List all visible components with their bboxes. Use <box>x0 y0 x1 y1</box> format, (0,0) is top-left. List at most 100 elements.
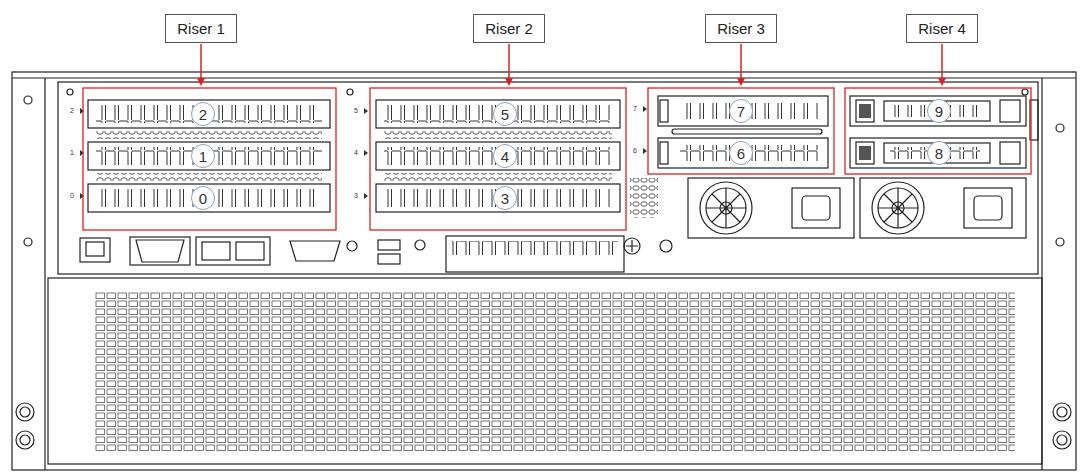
vent-row <box>96 131 322 139</box>
vent-row <box>96 173 322 181</box>
riser4-bays <box>850 96 1026 168</box>
riser-label: Riser 1 <box>177 20 225 37</box>
screw <box>24 96 32 104</box>
power-supplies <box>688 178 1026 238</box>
latch-icon <box>859 146 871 160</box>
knob <box>1053 403 1071 421</box>
screw <box>1056 124 1064 132</box>
riser-region <box>83 88 336 230</box>
grille-frame <box>48 278 1042 464</box>
psu-fan <box>872 182 924 234</box>
slot-arrow <box>643 106 647 112</box>
rj45-port <box>86 242 104 256</box>
knob <box>20 435 30 445</box>
rj45-port <box>80 238 110 262</box>
slot-number: 7 <box>632 105 638 112</box>
callout-circle: 7 <box>729 99 753 123</box>
low-profile-slot <box>658 138 828 168</box>
drive-handle <box>1000 100 1020 122</box>
dual-rj45 <box>196 237 270 265</box>
callout-circle: 4 <box>493 144 517 168</box>
slot-latch <box>660 142 668 164</box>
callout-circle: 0 <box>191 186 215 210</box>
knob <box>16 431 34 449</box>
pcie-slot <box>376 142 620 170</box>
psu-fan <box>700 182 752 234</box>
power-button <box>660 240 672 252</box>
callout-circle: 1 <box>191 144 215 168</box>
riser3-slots <box>630 96 828 218</box>
leader-arrow <box>508 44 510 84</box>
knob <box>1057 435 1067 445</box>
drive-latch <box>856 142 874 164</box>
power-inlet <box>792 188 840 228</box>
callout-circle: 9 <box>927 99 951 123</box>
callout-number: 5 <box>501 107 509 122</box>
drive-handle <box>1000 142 1020 164</box>
slot-number: 5 <box>353 107 359 114</box>
low-profile-slot <box>658 96 828 126</box>
screw <box>347 89 353 95</box>
power-inlet <box>802 196 830 220</box>
psu-fan <box>878 188 918 228</box>
slot-number: 2 <box>69 107 75 114</box>
slot-number: 1 <box>69 149 75 156</box>
front-grille <box>48 278 1042 464</box>
io-ports <box>80 236 672 272</box>
callout-number: 9 <box>935 104 943 119</box>
drive-latch <box>856 100 874 122</box>
rj45-port <box>236 242 264 260</box>
callout-number: 0 <box>199 191 207 206</box>
riser-region <box>648 88 834 174</box>
screw <box>1022 89 1028 95</box>
slot-arrow <box>364 150 368 156</box>
io-panel <box>58 82 1038 274</box>
latch-icon <box>859 104 871 118</box>
drive-carrier <box>884 101 990 121</box>
rj45-port <box>202 242 230 260</box>
pcie-slot <box>88 184 330 212</box>
callout-number: 6 <box>737 146 745 161</box>
screw <box>1056 238 1064 246</box>
leader-arrow <box>941 44 943 84</box>
knob <box>1053 431 1071 449</box>
drive-carrier <box>884 143 990 163</box>
pcie-slot <box>376 184 620 212</box>
slot-arrow <box>643 148 647 154</box>
slot-number: 3 <box>353 192 359 199</box>
callout-number: 7 <box>737 104 745 119</box>
slot-arrow <box>364 193 368 199</box>
callout-number: 1 <box>199 149 207 164</box>
knob <box>1057 407 1067 417</box>
riser-region <box>370 88 626 230</box>
callout-number: 8 <box>935 146 943 161</box>
grille-mesh <box>95 292 1015 452</box>
riser-label: Riser 4 <box>918 20 966 37</box>
thumb-screw <box>624 238 640 254</box>
slot-divider <box>672 129 822 134</box>
knob <box>20 407 30 417</box>
vga-frame <box>130 237 190 265</box>
slot-marks <box>80 106 647 199</box>
psu-fan <box>706 188 746 228</box>
pcie-slot <box>88 100 330 128</box>
left-ear <box>44 78 45 470</box>
vent-grid <box>630 178 658 218</box>
callout-circle: 3 <box>493 186 517 210</box>
power-inlet <box>974 196 1002 220</box>
slot-arrow <box>364 108 368 114</box>
screw <box>347 241 357 251</box>
fan-guard <box>706 188 746 228</box>
callout-number: 3 <box>501 191 509 206</box>
screw <box>24 238 32 246</box>
drive-bay <box>850 96 1026 126</box>
slot-vent <box>452 241 618 255</box>
vga-port <box>136 240 184 262</box>
chassis-outline <box>12 72 1076 470</box>
slot-number: 4 <box>353 149 359 156</box>
callout-number: 2 <box>199 107 207 122</box>
uid-button <box>415 240 425 250</box>
vent-row <box>384 131 612 139</box>
